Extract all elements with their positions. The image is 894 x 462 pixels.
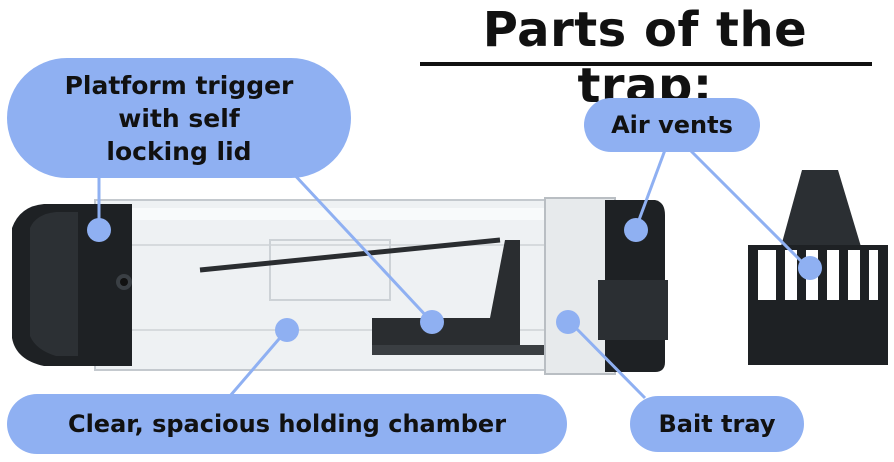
- right-end-cap: [544, 197, 668, 375]
- label-platform-trigger-line-3: locking lid: [106, 136, 252, 166]
- air-vents-marker: [624, 218, 648, 242]
- end-vent-marker: [798, 256, 822, 280]
- bait-tray-marker: [556, 310, 580, 334]
- platform-trigger-marker: [87, 218, 111, 242]
- label-holding-chamber: Clear, spacious holding chamber: [7, 394, 567, 454]
- label-platform-trigger-line-2: with self: [118, 103, 240, 133]
- chamber-marker: [275, 318, 299, 342]
- trap-end-view: [748, 170, 888, 365]
- callout-markers: [87, 218, 822, 342]
- label-platform-trigger: Platform trigger with self locking lid: [7, 58, 351, 178]
- title-underline: [420, 62, 872, 66]
- leader-lines: [97, 148, 810, 400]
- trigger-mechanism: [199, 237, 572, 355]
- label-platform-trigger-line-1: Platform trigger: [64, 70, 294, 100]
- label-bait-tray: Bait tray: [630, 396, 804, 452]
- left-end-cap: [12, 204, 132, 366]
- trigger-platform-marker: [420, 310, 444, 334]
- label-air-vents: Air vents: [584, 98, 760, 152]
